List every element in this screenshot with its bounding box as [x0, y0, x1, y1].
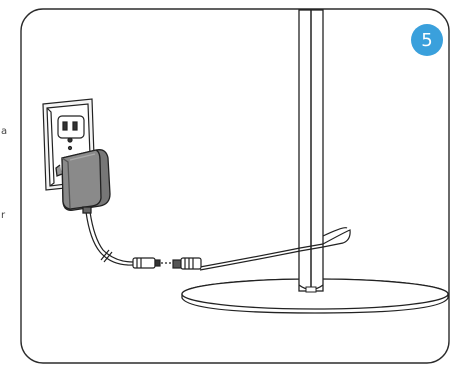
margin-text-fragment: r — [1, 210, 6, 221]
step-number-badge: 5 — [411, 24, 443, 56]
panel-frame — [20, 8, 450, 364]
floor-lamp-pole — [298, 9, 324, 293]
power-adapter — [55, 149, 111, 214]
power-cable — [85, 211, 351, 271]
margin-text-fragment: a — [1, 126, 8, 137]
cable-connector — [132, 257, 202, 270]
lamp-base — [181, 278, 449, 314]
